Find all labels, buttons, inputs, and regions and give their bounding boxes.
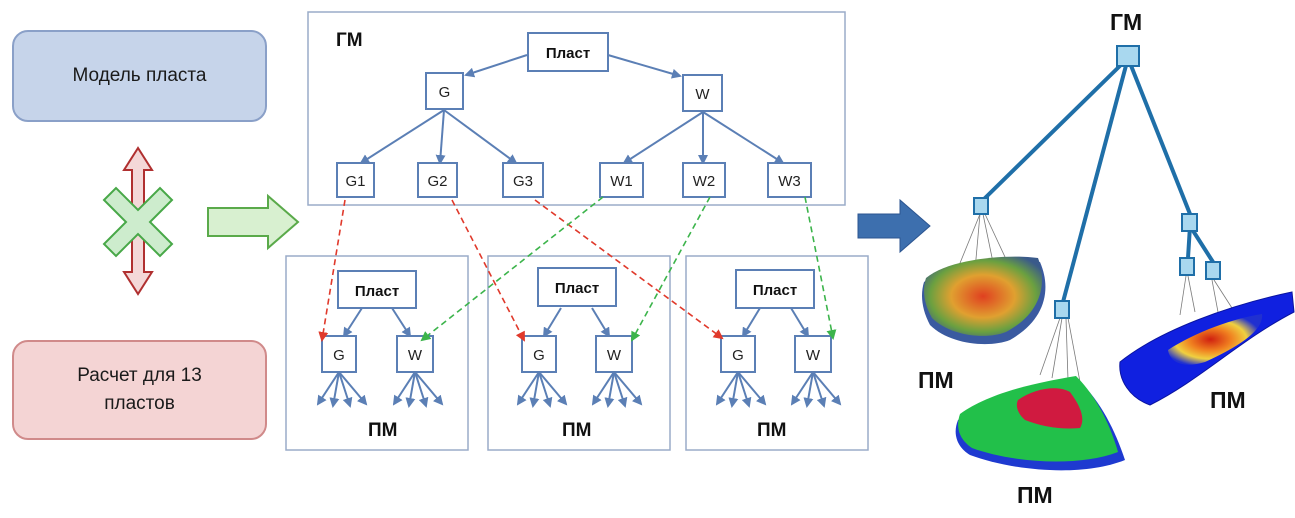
map-w2-to-pm2-w bbox=[631, 196, 711, 342]
part-model-1-root-label: Пласт bbox=[355, 283, 399, 300]
global-node-g2: G2 bbox=[417, 162, 458, 198]
global-node-g3: G3 bbox=[502, 162, 544, 198]
global-node-w2: W2 bbox=[682, 162, 726, 198]
reservoir-3d-model-3 bbox=[1119, 291, 1295, 406]
green-cross bbox=[102, 186, 174, 258]
reservoir-model-label: Модель пласта bbox=[72, 65, 207, 86]
reservoir-3d-model-2 bbox=[955, 376, 1125, 471]
global-node-g: G bbox=[425, 72, 464, 110]
part-model-tree-2: Пласт G W bbox=[516, 267, 643, 408]
part-model-tree-1: Пласт G W bbox=[316, 270, 444, 408]
part-model-3-w-label: W bbox=[806, 347, 821, 364]
global-node-g1-label: G1 bbox=[345, 173, 365, 190]
calculation-box: Расчет для 13 пластов bbox=[12, 340, 267, 440]
map-w1-to-pm1-w bbox=[420, 196, 604, 342]
global-node-g1: G1 bbox=[336, 162, 375, 198]
global-node-g3-label: G3 bbox=[513, 173, 533, 190]
part-model-3-root-label: Пласт bbox=[753, 282, 797, 299]
part-model-1-label: ПМ bbox=[368, 420, 397, 441]
right-part-model-label-1: ПМ bbox=[918, 367, 954, 393]
map-g3-to-pm3-g bbox=[534, 199, 724, 340]
part-model-2-g-label: G bbox=[533, 347, 545, 364]
part-model-2-w-label: W bbox=[607, 347, 622, 364]
global-root-label: Пласт bbox=[546, 45, 590, 62]
part-model-2-label: ПМ bbox=[562, 420, 591, 441]
global-node-w2-label: W2 bbox=[693, 173, 716, 190]
reservoir-3d-model-1 bbox=[922, 256, 1046, 345]
global-node-w1-label: W1 bbox=[610, 173, 633, 190]
global-tree-edges bbox=[359, 54, 785, 165]
part-model-tree-3: Пласт G W bbox=[715, 269, 842, 408]
global-node-g2-label: G2 bbox=[427, 173, 447, 190]
right-global-model-label: ГМ bbox=[1110, 9, 1142, 35]
map-g2-to-pm2-g bbox=[451, 199, 525, 342]
global-node-g-label: G bbox=[439, 84, 451, 101]
global-node-w-label: W bbox=[695, 86, 710, 103]
green-block-arrow bbox=[207, 193, 300, 251]
part-model-1-w-label: W bbox=[408, 347, 423, 364]
global-node-w: W bbox=[682, 74, 723, 112]
global-model-label: ГМ bbox=[336, 30, 363, 51]
right-part-model-label-2: ПМ bbox=[1017, 482, 1053, 508]
dashed-mapping-arrows bbox=[318, 196, 837, 342]
part-model-1-g-label: G bbox=[333, 347, 345, 364]
not-equal-symbol bbox=[102, 146, 174, 296]
right-part-model-label-3: ПМ bbox=[1210, 387, 1246, 413]
global-node-w3: W3 bbox=[767, 162, 812, 198]
global-node-w3-label: W3 bbox=[778, 173, 801, 190]
part-model-3-label: ПМ bbox=[757, 420, 786, 441]
global-node-w1: W1 bbox=[599, 162, 644, 198]
map-g1-to-pm1-g bbox=[318, 199, 346, 342]
map-w3-to-pm3-w bbox=[804, 196, 837, 340]
reservoir-model-box: Модель пласта bbox=[12, 30, 267, 122]
right-global-tree bbox=[957, 45, 1233, 383]
blue-block-arrow bbox=[857, 198, 931, 254]
calculation-label: Расчет для 13 пластов bbox=[77, 365, 202, 414]
part-model-2-root-label: Пласт bbox=[555, 280, 599, 297]
part-model-3-g-label: G bbox=[732, 347, 744, 364]
global-root-node: Пласт bbox=[527, 32, 609, 72]
